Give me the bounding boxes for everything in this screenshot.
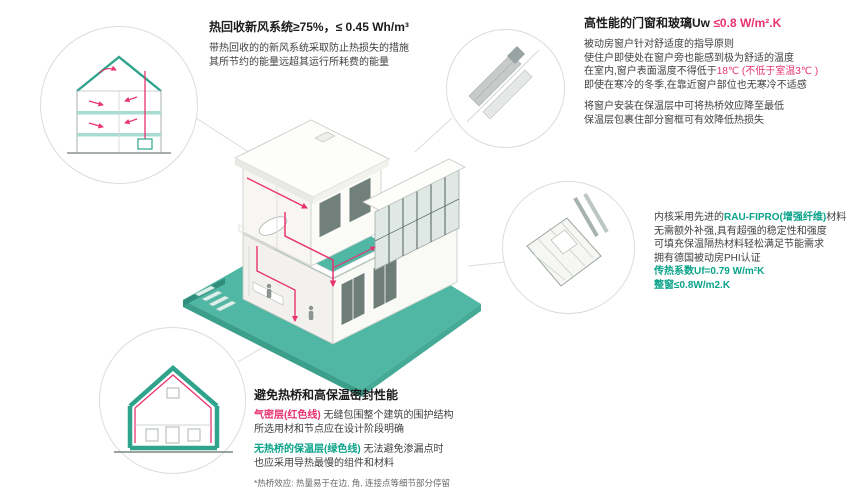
thermal-line-2: 所选用材和节点应在设计阶段明确 — [254, 423, 404, 435]
profile-line-1-suffix: 材料 — [826, 212, 847, 223]
profile-stat-uw: 整窗≤0.8W/m2.K — [654, 279, 731, 291]
profile-text-block: 内核采用先进的RAU-FIPRO(增强纤维)材料 无需额外补强,具有超强的稳定性… — [654, 211, 862, 292]
windows-line-3-prefix: 在室内,窗户表面温度不得低于 — [584, 66, 717, 77]
windows-line-5: 将窗户安装在保温层中可将热桥效应降至最低 — [584, 101, 784, 112]
insulation-section-illustration — [114, 365, 233, 453]
house-upper-volume — [234, 119, 390, 267]
thermal-footnote: *热桥效应: 热量易于在边, 角, 连接点等细节部分停留 — [254, 478, 450, 488]
thermal-line-4: 也应采用导热最慢的组件和材料 — [254, 457, 394, 469]
profile-line-3: 可填充保温隔热材料轻松满足节能需求 — [654, 239, 824, 250]
thermal-text-block: 避免热桥和高保温密封性能 气密层(红色线) 无缝包围整个建筑的围护结构 所选用材… — [254, 386, 574, 489]
profile-line-1-prefix: 内核采用先进的 — [654, 212, 724, 223]
insulation-green-line — [127, 365, 220, 451]
insulation-layer-label: 无热桥的保温层(绿色线) — [254, 444, 361, 455]
windows-line-4: 即使在寒冷的冬季,在靠近窗户部位也无寒冷不适感 — [584, 79, 807, 91]
windows-title-value: ≤0.8 W/m².K — [713, 16, 782, 30]
isometric-cutaway-house-illustration — [183, 119, 481, 397]
profile-line-1: 内核采用先进的RAU-FIPRO(增强纤维)材料 — [654, 211, 862, 225]
hrv-line-1: 带热回收的的新风系统采取防止热损失的措施 — [209, 43, 409, 54]
ventilation-detail-circle — [40, 26, 198, 184]
frame-profile-circle — [502, 181, 635, 314]
thermal-line-1-rest: 无缝包围整个建筑的围护结构 — [320, 410, 454, 421]
human-figure — [266, 283, 314, 320]
windows-line-1: 被动房窗户针对舒适度的指导原则 — [584, 39, 734, 50]
red-ventilation-duct — [284, 212, 376, 288]
profile-line-2: 无需额外补强,具有超强的稳定性和强度 — [654, 225, 827, 237]
insulation-detail-circle — [99, 327, 246, 474]
hrv-line-2: 其所节约的能量远超其运行所耗费的能量 — [209, 56, 389, 68]
hrv-title: 热回收新风系统≥75%，≤ 0.45 Wh/m³ — [209, 20, 409, 34]
thermal-title: 避免热桥和高保温密封性能 — [254, 388, 399, 402]
airflow-arrows — [88, 65, 138, 129]
window-corner-circle — [446, 29, 565, 148]
windows-line-3: 在室内,窗户表面温度不得低于18℃ (不低于室温3℃ ) — [584, 65, 860, 79]
profile-line-4: 拥有德国被动房PHI认证 — [654, 252, 761, 264]
window-frame-profile-illustration — [526, 192, 609, 287]
airtight-red-line — [134, 374, 212, 443]
garden-stairs — [194, 285, 237, 312]
window-corner-detail-illustration — [466, 46, 540, 123]
profile-line-1-highlight: RAU-FIPRO(增强纤维) — [724, 212, 827, 223]
thermal-line-3: 无热桥的保温层(绿色线) 无法避免渗漏点时 — [254, 443, 574, 457]
windows-line-6: 保温层包裹住部分窗框可有效降低热损失 — [584, 114, 764, 126]
hrv-text-block: 热回收新风系统≥75%，≤ 0.45 Wh/m³ 带热回收的的新风系统采取防止热… — [209, 18, 489, 69]
windows-line-3-red: 18℃ (不低于室温3℃ ) — [716, 66, 819, 77]
windows-title: 高性能的门窗和玻璃Uw ≤0.8 W/m².K — [584, 14, 860, 31]
profile-stat-uf: 传热系数Uf=0.79 W/m²K — [654, 266, 765, 277]
house-section-ventilation-illustration — [67, 55, 171, 154]
windows-text-block: 高性能的门窗和玻璃Uw ≤0.8 W/m².K 被动房窗户针对舒适度的指导原则 … — [584, 14, 860, 127]
windows-title-prefix: 高性能的门窗和玻璃Uw — [584, 16, 714, 30]
thermal-line-1: 气密层(红色线) 无缝包围整个建筑的围护结构 — [254, 409, 574, 423]
windows-line-2: 使住户即使处在窗户旁也能感到极为舒适的温度 — [584, 52, 794, 64]
glass-wing — [362, 158, 466, 271]
airtight-layer-label: 气密层(红色线) — [254, 410, 321, 421]
thermal-line-3-rest: 无法避免渗漏点时 — [360, 444, 444, 455]
